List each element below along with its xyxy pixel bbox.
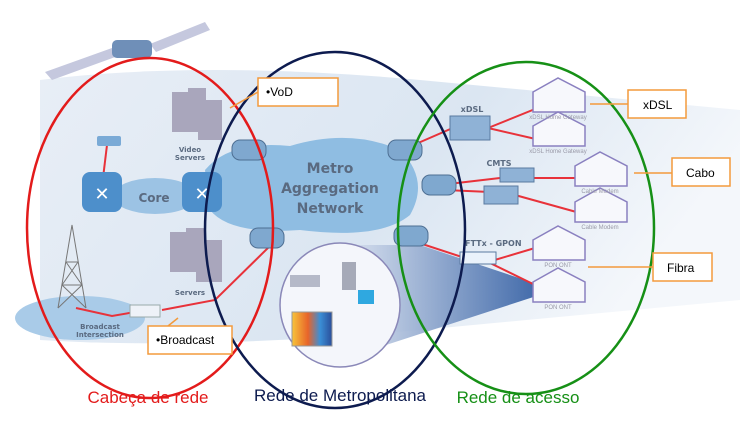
- callout-leader: [229, 91, 259, 109]
- vod-callout: [257, 77, 339, 107]
- xdsl-label: xDSL: [461, 105, 484, 114]
- home-label: Cable Modem: [581, 225, 618, 231]
- access-region: [396, 60, 656, 396]
- servers-icon: [170, 228, 222, 282]
- home-label: xDSL Home Gateway: [529, 149, 586, 155]
- tv-icon: [291, 311, 333, 347]
- home-label: xDSL Home Gateway: [529, 115, 586, 121]
- metro-label: Metro: [307, 161, 354, 177]
- home-icon: [532, 111, 586, 147]
- cabo-callout-text: Cabo: [686, 166, 715, 180]
- metro-router-icon: [249, 227, 285, 249]
- edge-router-icon: [421, 174, 457, 196]
- servers-label: Servers: [175, 289, 205, 297]
- metro-label-region: Rede de Metropolitana: [254, 386, 427, 405]
- set-top-box-icon: [290, 275, 320, 287]
- home-icon: [532, 225, 586, 261]
- callout-leader: [167, 317, 179, 327]
- video-servers-icon: [172, 88, 222, 140]
- switch-icon: [97, 136, 121, 146]
- fibra-callout-text: Fibra: [667, 261, 695, 275]
- xdsl-callout-text: xDSL: [643, 98, 673, 112]
- broadcast-cloud: [15, 296, 145, 340]
- core-router-icon: ✕: [82, 172, 122, 212]
- broadcast-callout: [147, 325, 233, 355]
- olt-icon: [459, 251, 497, 265]
- metro-cloud: [205, 137, 418, 233]
- ftth-gpon-label: FTTx - GPON: [465, 239, 522, 248]
- home-icon: [574, 151, 628, 187]
- core-router-icon: ✕: [182, 172, 222, 212]
- cmts-label: CMTS: [486, 159, 511, 168]
- broadcast-intersection-label: Intersection: [76, 331, 124, 339]
- homes: [532, 77, 628, 303]
- svg-text:✕: ✕: [94, 184, 109, 205]
- broadcast-intersection-label: Broadcast: [80, 323, 120, 331]
- home-label: PON ONT: [544, 305, 572, 311]
- edge-router-icon: [393, 225, 429, 247]
- cmts-icon: [483, 185, 519, 205]
- metro-label: Aggregation: [281, 181, 379, 197]
- home-icon: [532, 77, 586, 113]
- core-cloud: [113, 178, 197, 214]
- video-servers-label: Servers: [175, 154, 205, 162]
- broadcast-tower-icon: [57, 224, 87, 309]
- metro-region: [203, 50, 467, 410]
- head-end-region: [25, 56, 275, 400]
- fibra-callout: [652, 252, 713, 282]
- pc-tower-icon: [342, 262, 356, 290]
- vod-callout-text: •VoD: [266, 85, 293, 99]
- end-devices-circle: [279, 242, 401, 368]
- cmts-icon: [499, 167, 535, 183]
- home-label: PON ONT: [544, 263, 572, 269]
- head-end-label: Cabeça de rede: [88, 388, 209, 407]
- video-servers-label: Video: [179, 146, 201, 154]
- dslam-icon: [449, 115, 491, 141]
- cabo-callout: [671, 157, 731, 187]
- metro-label: Network: [297, 201, 364, 217]
- edge-router-icon: [387, 139, 423, 161]
- core-label: Core: [138, 191, 169, 205]
- monitor-icon: [358, 290, 374, 304]
- access-label: Rede de acesso: [457, 388, 580, 407]
- home-label: Cable Modem: [581, 189, 618, 195]
- broadcast-callout-text: •Broadcast: [156, 333, 215, 347]
- broadcast-encoder-icon: [129, 304, 161, 318]
- satellite-icon: [45, 22, 210, 80]
- home-icon: [532, 267, 586, 303]
- home-icon: [574, 187, 628, 223]
- xdsl-callout: [627, 89, 687, 119]
